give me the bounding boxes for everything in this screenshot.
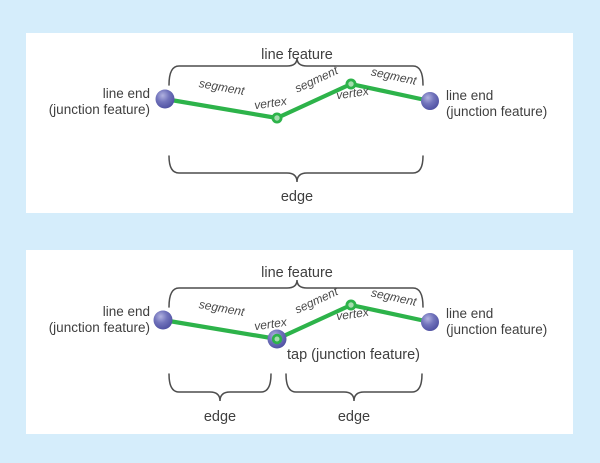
svg-text:line end: line end bbox=[446, 306, 493, 321]
junction-point-left bbox=[155, 89, 175, 109]
junction-point-left bbox=[153, 310, 173, 330]
line-feature-brace bbox=[168, 57, 424, 86]
line-feature-polyline bbox=[160, 302, 433, 342]
bottom-diagram-svg: line feature segment segment segment ver… bbox=[49, 265, 548, 425]
edge-label: edge bbox=[281, 189, 313, 205]
vertex-point bbox=[271, 112, 283, 124]
junction-point-right bbox=[421, 92, 439, 110]
edge-brace-right bbox=[285, 373, 423, 402]
segment-label: segment bbox=[198, 76, 246, 98]
segment-label: segment bbox=[370, 285, 419, 308]
top-diagram-panel: line feature segment segment segment ver… bbox=[26, 33, 573, 213]
svg-text:(junction feature): (junction feature) bbox=[49, 320, 150, 335]
right-junction-label: line end (junction feature) bbox=[446, 88, 547, 119]
segment-label: segment bbox=[198, 297, 246, 319]
vertex-label: vertex bbox=[253, 94, 288, 113]
vertex-label: vertex bbox=[335, 84, 370, 103]
junction-point-right bbox=[421, 313, 439, 331]
svg-text:(junction feature): (junction feature) bbox=[49, 102, 150, 117]
vertex-point bbox=[345, 299, 357, 311]
line-feature-brace bbox=[168, 279, 424, 308]
svg-text:(junction feature): (junction feature) bbox=[446, 104, 547, 119]
bottom-diagram-panel: line feature segment segment segment ver… bbox=[26, 250, 573, 434]
svg-text:(junction feature): (junction feature) bbox=[446, 322, 547, 337]
segment-label: segment bbox=[370, 64, 419, 87]
right-junction-label: line end (junction feature) bbox=[446, 306, 547, 337]
line-feature-label: line feature bbox=[261, 265, 333, 281]
line-feature-label: line feature bbox=[261, 47, 333, 63]
edge-label: edge bbox=[338, 409, 370, 425]
left-junction-label: line end (junction feature) bbox=[49, 86, 150, 117]
vertex-label: vertex bbox=[253, 315, 288, 334]
vertex-point bbox=[345, 78, 357, 90]
svg-text:line end: line end bbox=[103, 86, 150, 101]
svg-text:line end: line end bbox=[103, 304, 150, 319]
vertex-label: vertex bbox=[335, 305, 370, 324]
edge-label: edge bbox=[204, 409, 236, 425]
svg-text:line end: line end bbox=[446, 88, 493, 103]
tap-junction-point bbox=[267, 329, 287, 349]
edge-brace bbox=[168, 155, 424, 183]
top-diagram-svg: line feature segment segment segment ver… bbox=[49, 47, 548, 205]
line-feature-polyline bbox=[162, 81, 433, 121]
edge-brace-left bbox=[168, 373, 272, 402]
left-junction-label: line end (junction feature) bbox=[49, 304, 150, 335]
tap-junction-label: tap (junction feature) bbox=[287, 347, 420, 363]
